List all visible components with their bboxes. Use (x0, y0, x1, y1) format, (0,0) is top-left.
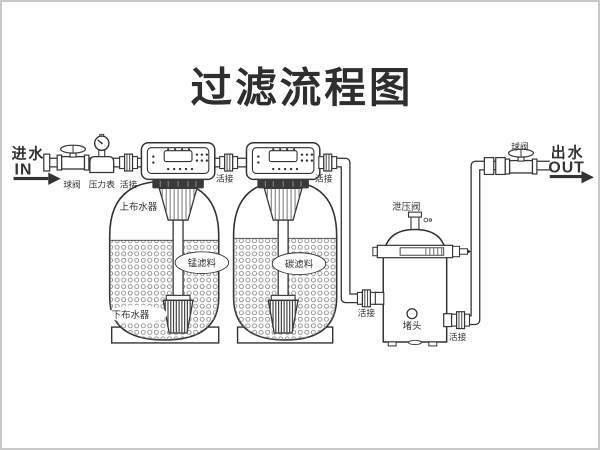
tank1-lower-distributor (163, 295, 193, 333)
union-vessel-inlet (356, 289, 376, 308)
ball-valve-outlet-label: 球阀 (511, 141, 528, 152)
precision-filter-vessel: 泄压阀 堵头 (372, 201, 471, 347)
outlet-label-en: OUT (548, 159, 584, 176)
control-valve-2 (245, 141, 321, 190)
plug-label: 堵头 (403, 320, 422, 331)
outlet-coupling (483, 157, 506, 176)
outlet-arrow-icon (581, 170, 594, 184)
page-title: 过滤流程图 (191, 64, 414, 111)
ball-valve-outlet (504, 148, 538, 175)
outlet-label-cn: 出水 (551, 144, 585, 162)
relief-valve-label: 泄压阀 (392, 201, 420, 212)
union-between-label: 活接 (216, 172, 234, 183)
ball-valve-inlet-label: 球阀 (63, 178, 80, 189)
pressure-gauge-label: 压力表 (89, 178, 115, 189)
outlet-marker: 出水 OUT (548, 144, 594, 184)
tank2-media-label: 碳滤料 (285, 259, 314, 270)
union-tank2-outlet (318, 153, 338, 172)
relief-valve-icon (407, 211, 422, 218)
ball-valve-inlet (56, 144, 90, 171)
inlet-marker: 进水 IN (12, 145, 61, 185)
pressure-gauge (89, 133, 115, 174)
union-between-tanks (219, 153, 239, 172)
upper-distributor-label: 上布水器 (120, 201, 158, 212)
tank1-media-label: 锰滤料 (188, 258, 217, 269)
tank2-lower-distributor (268, 295, 298, 333)
filter-tank-1: 上布水器 下布水器 锰滤料 (107, 180, 230, 344)
control-valve-1 (140, 141, 216, 190)
vessel-outlet-port (443, 313, 453, 328)
plug-icon (406, 308, 418, 320)
vessel-inlet-port (374, 291, 385, 305)
inlet-arrow-icon (48, 172, 61, 185)
inlet-label-en: IN (15, 161, 33, 178)
lower-distributor-label: 下布水器 (112, 309, 150, 320)
clamp-bolt (452, 245, 461, 258)
union-vessel-in-label: 活接 (358, 307, 376, 318)
union-tank2-label: 活接 (315, 172, 333, 183)
union-inlet (119, 153, 139, 172)
union-vessel-out-label: 活接 (449, 331, 467, 342)
inlet-label-cn: 进水 (12, 145, 46, 163)
filter-tank-2: 碳滤料 (232, 180, 338, 344)
union-vessel-outlet (451, 311, 471, 330)
union-inlet-label: 活接 (120, 178, 138, 189)
inlet-pipe-flange (43, 153, 51, 172)
